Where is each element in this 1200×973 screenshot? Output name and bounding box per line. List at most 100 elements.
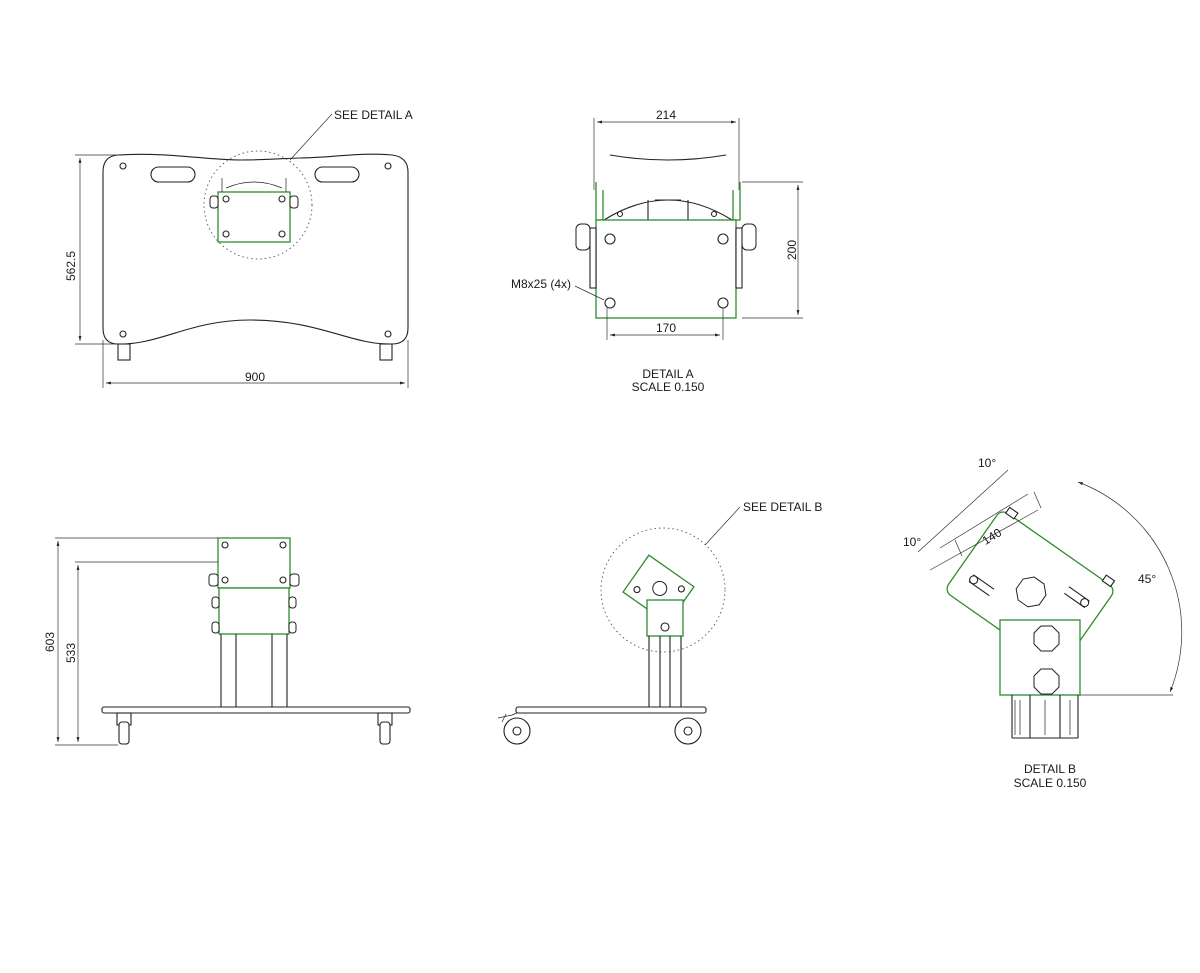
detail-a-knob-right (741, 223, 757, 251)
detail-a-callout-circle (203, 150, 313, 260)
corner-screw (384, 330, 392, 338)
tilt-caster-hub (683, 726, 693, 736)
side-knob (289, 573, 300, 587)
angle-10-left-label: 10° (903, 535, 921, 549)
detail-a-bracket-left (595, 182, 604, 221)
side-knob (211, 621, 220, 634)
caster-stub (117, 343, 131, 361)
tilt-screw (633, 586, 641, 594)
detail-a-small-screw (710, 210, 718, 218)
side-view-column (220, 634, 288, 707)
side-knob (288, 621, 297, 634)
dim-extension (102, 340, 409, 388)
side-screw (221, 541, 229, 549)
see-detail-b-label: SEE DETAIL B (743, 500, 822, 514)
detail-a-side-block (735, 227, 743, 289)
detail-b-clip (1004, 506, 1019, 520)
tilt-caster-wheel (503, 717, 531, 745)
dim-extension (593, 118, 740, 190)
detail-a-small-screw (616, 210, 624, 218)
side-screw (221, 576, 229, 584)
detail-a-title: DETAIL A (642, 367, 693, 381)
detail-b-octagon-knob (1015, 576, 1047, 608)
corner-screw (384, 162, 392, 170)
tilt-caster-hub (512, 726, 522, 736)
mount-screw (222, 195, 230, 203)
tilt-base (515, 706, 707, 714)
tilt-caster-wheel (674, 717, 702, 745)
angle-10-top-label: 10° (978, 456, 996, 470)
handle-slot-right (314, 166, 360, 183)
mount-bracket (221, 178, 287, 192)
top-view-base-plate (102, 153, 409, 345)
side-view-base (101, 706, 411, 714)
mount-screw (222, 230, 230, 238)
mount-knob (289, 195, 299, 209)
leader-line (289, 113, 333, 161)
detail-a-knob-left (575, 223, 591, 251)
detail-b-octagon-knob (1033, 668, 1060, 695)
dim-extension (75, 154, 118, 345)
side-screw (279, 576, 287, 584)
see-detail-a-label: SEE DETAIL A (334, 108, 413, 122)
detail-a-bolt (604, 233, 616, 245)
tilt-column-head (646, 599, 684, 637)
dim-533-label: 533 (64, 643, 78, 663)
top-view: SEE DETAIL A 562.5 900 (64, 108, 413, 388)
angle-45-arc (1077, 481, 1183, 693)
mount-screw (278, 195, 286, 203)
detail-a-plate (595, 219, 737, 319)
detail-b-slot-screw (969, 575, 979, 585)
side-knob (208, 573, 219, 587)
detail-b-column (1011, 695, 1079, 739)
detail-a-side-block (589, 227, 597, 289)
side-knob (211, 596, 220, 609)
detail-b-callout-circle (600, 527, 726, 653)
corner-screw (119, 330, 127, 338)
detail-a-top-curve (609, 154, 727, 161)
tilt-screw (660, 622, 670, 632)
side-view-top-plate (217, 537, 291, 589)
tilt-column (648, 636, 682, 707)
tilt-caster-brake (497, 712, 518, 723)
angle-45-label: 45° (1138, 572, 1156, 586)
dim-line-140 (939, 493, 1029, 549)
dim-170-label: 170 (656, 321, 676, 335)
side-caster-wheel (379, 721, 391, 745)
detail-a: 214 200 170 M8x25 (4x) DETAIL A SCALE 0.… (511, 108, 803, 394)
detail-a-bolt (604, 297, 616, 309)
detail-a-bolt (717, 233, 729, 245)
detail-b: 140 10° 10° 45° DETAIL B SCALE 0.150 (903, 456, 1183, 790)
corner-screw (119, 162, 127, 170)
detail-a-scale: SCALE 0.150 (632, 380, 705, 394)
leader-line (704, 506, 741, 546)
detail-b-title: DETAIL B (1024, 762, 1076, 776)
side-view: 603 533 (43, 537, 411, 746)
dim-extension (742, 181, 803, 319)
dim-214-label: 214 (656, 108, 676, 122)
detail-b-column-shade (1014, 700, 1071, 735)
dim-603-label: 603 (43, 632, 57, 652)
side-view-column-head (218, 587, 290, 635)
tilt-screw (677, 585, 685, 593)
dim-height-label: 562.5 (64, 251, 78, 281)
detail-b-scale: SCALE 0.150 (1014, 776, 1087, 790)
side-caster-wheel (118, 721, 130, 745)
side-knob (288, 596, 297, 609)
side-screw (279, 541, 287, 549)
leader-line (574, 285, 605, 301)
dim-width-label: 900 (245, 370, 265, 384)
handle-slot-left (150, 166, 196, 183)
dim-extension (55, 537, 218, 746)
tilt-view: SEE DETAIL B (497, 500, 822, 745)
dim-extension (606, 308, 724, 340)
dim-200-label: 200 (785, 240, 799, 260)
bolt-note-label: M8x25 (4x) (511, 277, 571, 291)
tilt-knob (652, 580, 668, 596)
mount-knob (209, 195, 219, 209)
detail-a-cradle (603, 199, 733, 221)
mount-screw (278, 230, 286, 238)
detail-b-octagon-knob (1033, 625, 1060, 652)
mount-plate (217, 191, 291, 243)
